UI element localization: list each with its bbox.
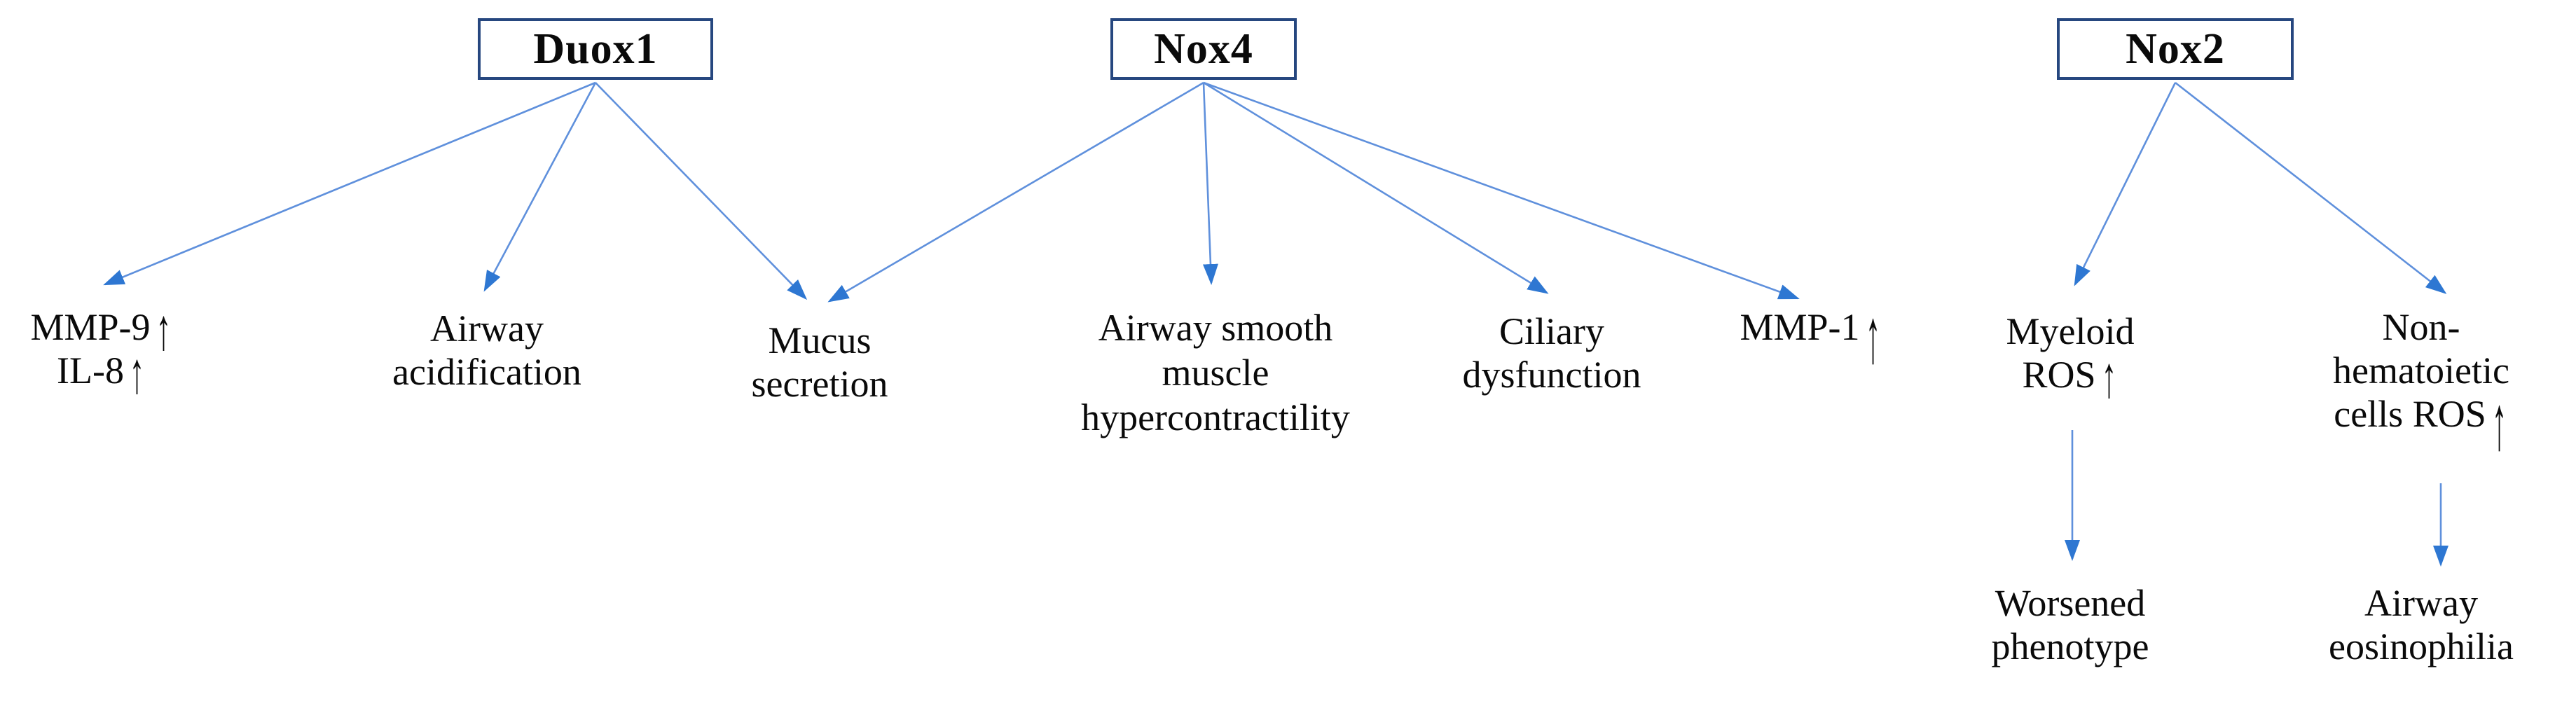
outcome-text: IL-8 [57,349,124,392]
outcome-myeloid-ros: Myeloid ROS ↑ [1927,310,2214,410]
outcome-text: ROS [2022,354,2096,396]
outcome-airway-eosinophilia: Airway eosinophilia [2266,581,2576,668]
outcome-text: Airway smooth [1098,307,1333,349]
node-box-duox1: Duox1 [478,18,713,80]
increase-arrow-icon: ↑ [2491,380,2507,466]
outcome-worsened-phenotype: Worsened phenotype [1913,581,2228,668]
increase-arrow-icon: ↑ [156,296,171,362]
increase-arrow-icon: ↑ [1865,293,1880,380]
increase-arrow-icon: ↑ [2101,344,2116,410]
edge-duox1-to-mmp9-il8 [103,81,596,286]
outcome-mmp9-il8: MMP-9 ↑ IL-8 ↑ [0,297,203,406]
edge-nox2-to-nonhematoietic [2175,81,2447,294]
outcome-text: Mucus [768,319,872,361]
outcome-text: dysfunction [1462,354,1641,396]
node-label-duox1: Duox1 [533,25,658,73]
outcome-text: hypercontractility [1081,396,1350,438]
node-label-nox4: Nox4 [1154,25,1253,73]
edge-nox4-to-asm [1202,82,1218,285]
outcome-text: MMP-9 [30,306,151,348]
increase-arrow-icon: ↑ [129,340,145,406]
outcome-text: Ciliary [1499,310,1604,352]
edge-duox1-to-acidification [483,82,597,292]
node-box-nox2: Nox2 [2057,18,2294,80]
outcome-text: hematoietic [2333,349,2509,392]
edge-nox4-to-mucus [827,81,1204,303]
outcome-ciliary-dysfunction: Ciliary dysfunction [1408,310,1695,396]
edge-duox1-to-mucus [595,82,808,300]
outcome-text: MMP-1 [1740,306,1860,348]
outcome-text: cells ROS [2334,393,2486,435]
node-label-nox2: Nox2 [2126,25,2225,73]
outcome-text: phenotype [1991,625,2149,667]
outcome-text: Non- [2382,306,2460,348]
outcome-text: muscle [1162,352,1269,394]
edge-nox2-to-myeloid-ros [2074,82,2177,286]
outcome-text: Myeloid [2006,310,2135,352]
outcome-airway-acidification: Airway acidification [329,307,645,394]
outcome-non-hematoietic-ros: Non- hematoietic cells ROS ↑ [2266,305,2576,466]
outcome-text: Airway [430,307,544,349]
outcome-mucus-secretion: Mucus secretion [680,319,960,406]
edge-nox4-to-mmp1 [1203,81,1800,300]
outcome-text: secretion [751,363,888,405]
outcome-text: Airway [2364,582,2478,624]
node-box-nox4: Nox4 [1110,18,1297,80]
outcome-text: acidification [392,351,581,393]
edge-nox4-to-ciliary [1203,81,1549,294]
outcome-asm-hypercontractility: Airway smooth muscle hypercontractility [1012,305,1419,440]
outcome-text: Worsened [1995,582,2146,624]
outcome-mmp1: MMP-1 ↑ [1702,293,1920,380]
outcome-text: eosinophilia [2329,625,2514,667]
